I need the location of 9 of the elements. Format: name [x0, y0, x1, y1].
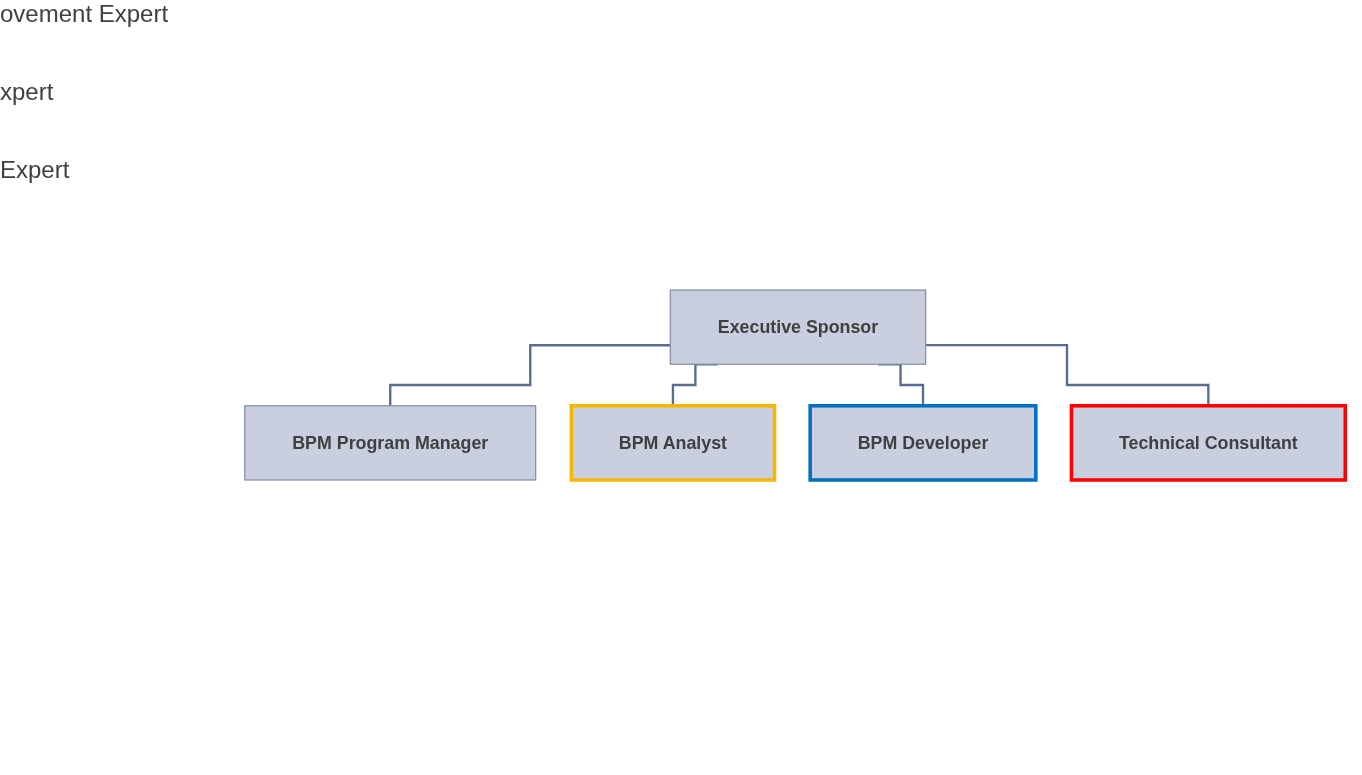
legend-text: ovement Expert: [0, 0, 170, 28]
node-box: Executive Sponsor: [669, 289, 927, 365]
node-box: BPM Program Manager: [244, 405, 537, 481]
connector: [389, 344, 671, 407]
legend-text: xpert: [0, 78, 55, 106]
node-box: BPM Developer: [808, 404, 1038, 482]
node-box: Technical Consultant: [1069, 404, 1348, 482]
legend-text: Expert: [0, 156, 71, 184]
node-box: BPM Analyst: [569, 404, 777, 482]
